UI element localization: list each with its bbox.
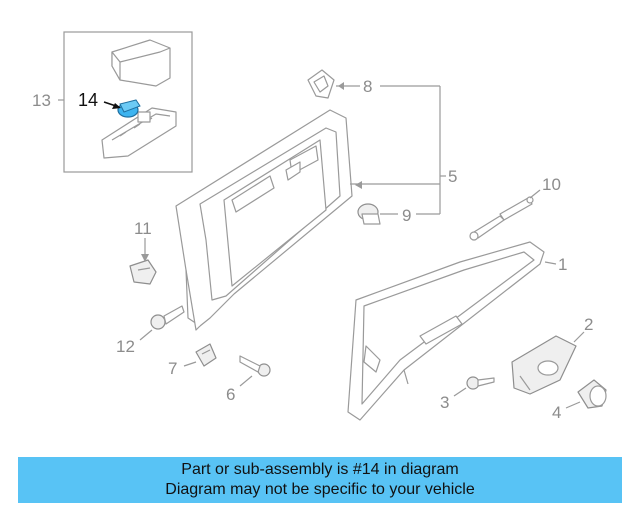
part-1-glove-box-door[interactable] xyxy=(347,241,545,421)
parts-diagram: 1 2 3 4 5 6 7 8 9 10 11 12 13 14 xyxy=(32,31,607,422)
banner-line-1: Part or sub-assembly is #14 in diagram xyxy=(181,461,459,478)
callout-7: 7 xyxy=(168,359,177,378)
part-6-screw[interactable] xyxy=(239,355,271,377)
part-5-glove-box-frame[interactable] xyxy=(175,109,353,331)
part-4-lock-cylinder[interactable] xyxy=(577,379,607,409)
part-3-screw[interactable] xyxy=(466,376,495,390)
part-11-clip[interactable] xyxy=(129,259,157,285)
part-2-latch[interactable] xyxy=(511,335,577,395)
callout-9: 9 xyxy=(402,206,411,225)
callout-1: 1 xyxy=(558,255,567,274)
callout-3: 3 xyxy=(440,393,449,412)
callout-14: 14 xyxy=(78,90,98,110)
arrow-14 xyxy=(103,101,121,109)
callout-2: 2 xyxy=(584,315,593,334)
part-14-bulb[interactable] xyxy=(117,99,141,118)
callout-4: 4 xyxy=(552,403,561,422)
part-8-pad[interactable] xyxy=(307,69,335,99)
callout-5: 5 xyxy=(448,167,457,186)
callout-13: 13 xyxy=(32,91,51,110)
part-7-clip[interactable] xyxy=(195,343,217,367)
callout-10: 10 xyxy=(542,175,561,194)
callout-11: 11 xyxy=(134,219,152,238)
part-10-damper[interactable] xyxy=(469,196,534,241)
callout-12: 12 xyxy=(116,337,135,356)
banner-line-2: Diagram may not be specific to your vehi… xyxy=(165,481,475,498)
callout-6: 6 xyxy=(226,385,235,404)
inset-frame xyxy=(63,31,193,173)
info-banner: Part or sub-assembly is #14 in diagram D… xyxy=(18,457,622,503)
part-12-screw[interactable] xyxy=(150,305,185,330)
callout-8: 8 xyxy=(363,77,372,96)
leader-lines xyxy=(139,82,585,409)
part-13-lamp-housing[interactable] xyxy=(101,39,177,159)
part-9-bumper[interactable] xyxy=(357,203,381,225)
